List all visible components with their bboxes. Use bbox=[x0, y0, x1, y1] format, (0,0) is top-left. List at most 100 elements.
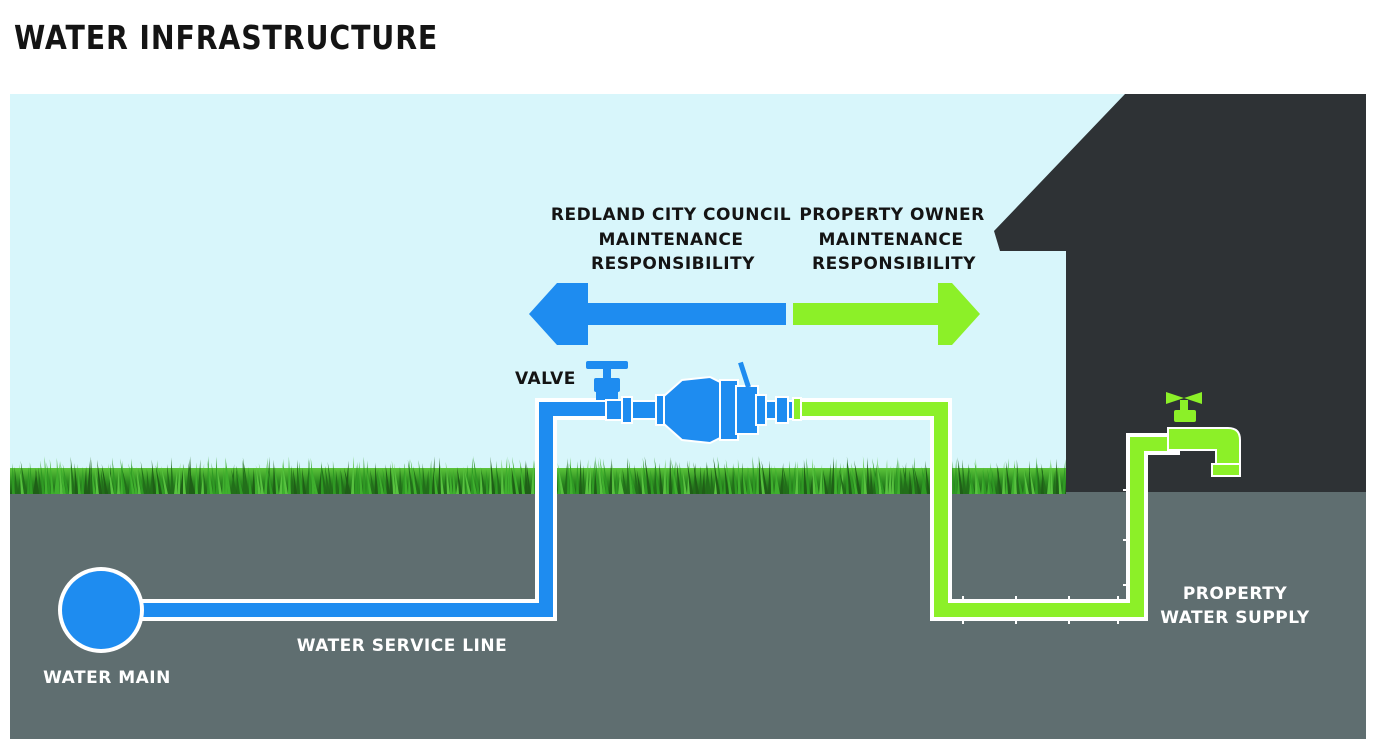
grass-blade bbox=[756, 463, 759, 494]
water-main-icon bbox=[58, 567, 144, 653]
grass-blade bbox=[758, 456, 762, 494]
valve-icon bbox=[586, 361, 633, 421]
grass-blade bbox=[69, 464, 72, 494]
water-main-label: WATER MAIN bbox=[43, 668, 171, 688]
grass-blade bbox=[87, 456, 91, 494]
grass-blade bbox=[902, 464, 909, 494]
grass-blade bbox=[255, 465, 261, 494]
grass-blade bbox=[84, 466, 87, 494]
grass-blade bbox=[966, 464, 969, 494]
grass-blade bbox=[327, 462, 333, 494]
grass-blade bbox=[501, 459, 504, 494]
grass-blade bbox=[737, 459, 741, 494]
grass-blade bbox=[473, 456, 480, 494]
grass-blade bbox=[1035, 456, 1038, 494]
grass-blade bbox=[407, 459, 414, 494]
grass-blade bbox=[888, 465, 892, 494]
grass-blade bbox=[831, 456, 834, 494]
grass-blade bbox=[236, 465, 243, 494]
grass-blade bbox=[385, 464, 390, 494]
grass-blade bbox=[426, 469, 429, 494]
grass-blade bbox=[693, 462, 699, 494]
grass-blade bbox=[531, 459, 534, 494]
grass-blade bbox=[56, 457, 60, 494]
grass-blade bbox=[357, 465, 360, 494]
grass-blade bbox=[440, 464, 444, 494]
grass-blade bbox=[512, 456, 519, 494]
grass-blade bbox=[585, 459, 589, 494]
grass-blade bbox=[462, 466, 465, 494]
grass-blade bbox=[644, 456, 651, 494]
grass-blade bbox=[839, 468, 846, 494]
grass-blade bbox=[511, 466, 516, 494]
grass-blade bbox=[38, 467, 42, 494]
grass-blade bbox=[861, 469, 864, 494]
grass-blade bbox=[318, 465, 322, 494]
grass-blade bbox=[49, 459, 54, 494]
grass-blade bbox=[433, 466, 438, 494]
grass-blade bbox=[201, 463, 205, 494]
grass-blade bbox=[158, 468, 165, 494]
valve-label: VALVE bbox=[515, 369, 576, 389]
grass-blade bbox=[485, 468, 489, 494]
grass-blade bbox=[308, 457, 312, 494]
grass-blade bbox=[1053, 469, 1056, 494]
grass-blade bbox=[666, 468, 669, 494]
council-label-line-3: RESPONSIBILITY bbox=[591, 254, 755, 274]
grass-blade bbox=[713, 456, 720, 494]
grass-blade bbox=[490, 456, 495, 494]
grass-blade bbox=[636, 469, 642, 494]
grass-blade bbox=[558, 468, 561, 494]
grass-blade bbox=[382, 468, 387, 494]
grass-blade bbox=[717, 456, 723, 494]
grass-blade bbox=[594, 468, 597, 494]
grass-blade bbox=[628, 459, 633, 494]
grass-blade bbox=[991, 467, 996, 494]
grass-blade bbox=[1047, 459, 1051, 494]
grass-blade bbox=[293, 468, 297, 494]
grass-blade bbox=[33, 469, 37, 494]
grass-blade bbox=[679, 462, 684, 494]
grass-blade bbox=[747, 469, 753, 494]
grass-blade bbox=[195, 462, 198, 494]
grass-blade bbox=[741, 462, 744, 494]
grass-blade bbox=[954, 459, 957, 494]
grass-blade bbox=[70, 456, 75, 494]
grass-blade bbox=[564, 458, 568, 494]
grass-blade bbox=[332, 460, 336, 494]
council-responsibility-arrow bbox=[529, 283, 786, 345]
grass-blade bbox=[1056, 458, 1059, 494]
grass-blade bbox=[693, 462, 696, 494]
grass-blade bbox=[120, 460, 123, 494]
grass-blade bbox=[914, 468, 921, 494]
grass-blade bbox=[741, 466, 747, 494]
grass-blade bbox=[974, 461, 981, 494]
tap-icon bbox=[1166, 392, 1241, 477]
grass-blade bbox=[255, 469, 258, 494]
owner-responsibility-label: PROPERTY OWNER MAINTENANCE RESPONSIBILIT… bbox=[799, 205, 984, 274]
grass-blade bbox=[758, 457, 765, 494]
grass-blade bbox=[801, 466, 804, 494]
grass-blade bbox=[180, 463, 184, 494]
grass-blade bbox=[198, 459, 201, 494]
grass-blade bbox=[354, 462, 358, 494]
grass-blade bbox=[609, 458, 612, 494]
grass-blade bbox=[422, 463, 426, 494]
grass-blade bbox=[642, 457, 648, 494]
grass-blade bbox=[837, 462, 841, 494]
grass-blade bbox=[495, 460, 498, 494]
grass-blade bbox=[872, 458, 879, 494]
grass-blade bbox=[798, 469, 801, 494]
grass-blade bbox=[391, 460, 396, 494]
grass-blade bbox=[20, 460, 27, 494]
grass-blade bbox=[456, 466, 462, 494]
grass-blade bbox=[207, 456, 210, 494]
grass-blade bbox=[774, 465, 780, 494]
grass-blade bbox=[375, 462, 378, 494]
grass-blade bbox=[44, 456, 48, 494]
grass-blade bbox=[792, 460, 796, 494]
grass-blade bbox=[481, 468, 486, 494]
grass-blade bbox=[615, 468, 618, 494]
grass-blade bbox=[378, 467, 384, 494]
grass-blade bbox=[77, 463, 81, 494]
